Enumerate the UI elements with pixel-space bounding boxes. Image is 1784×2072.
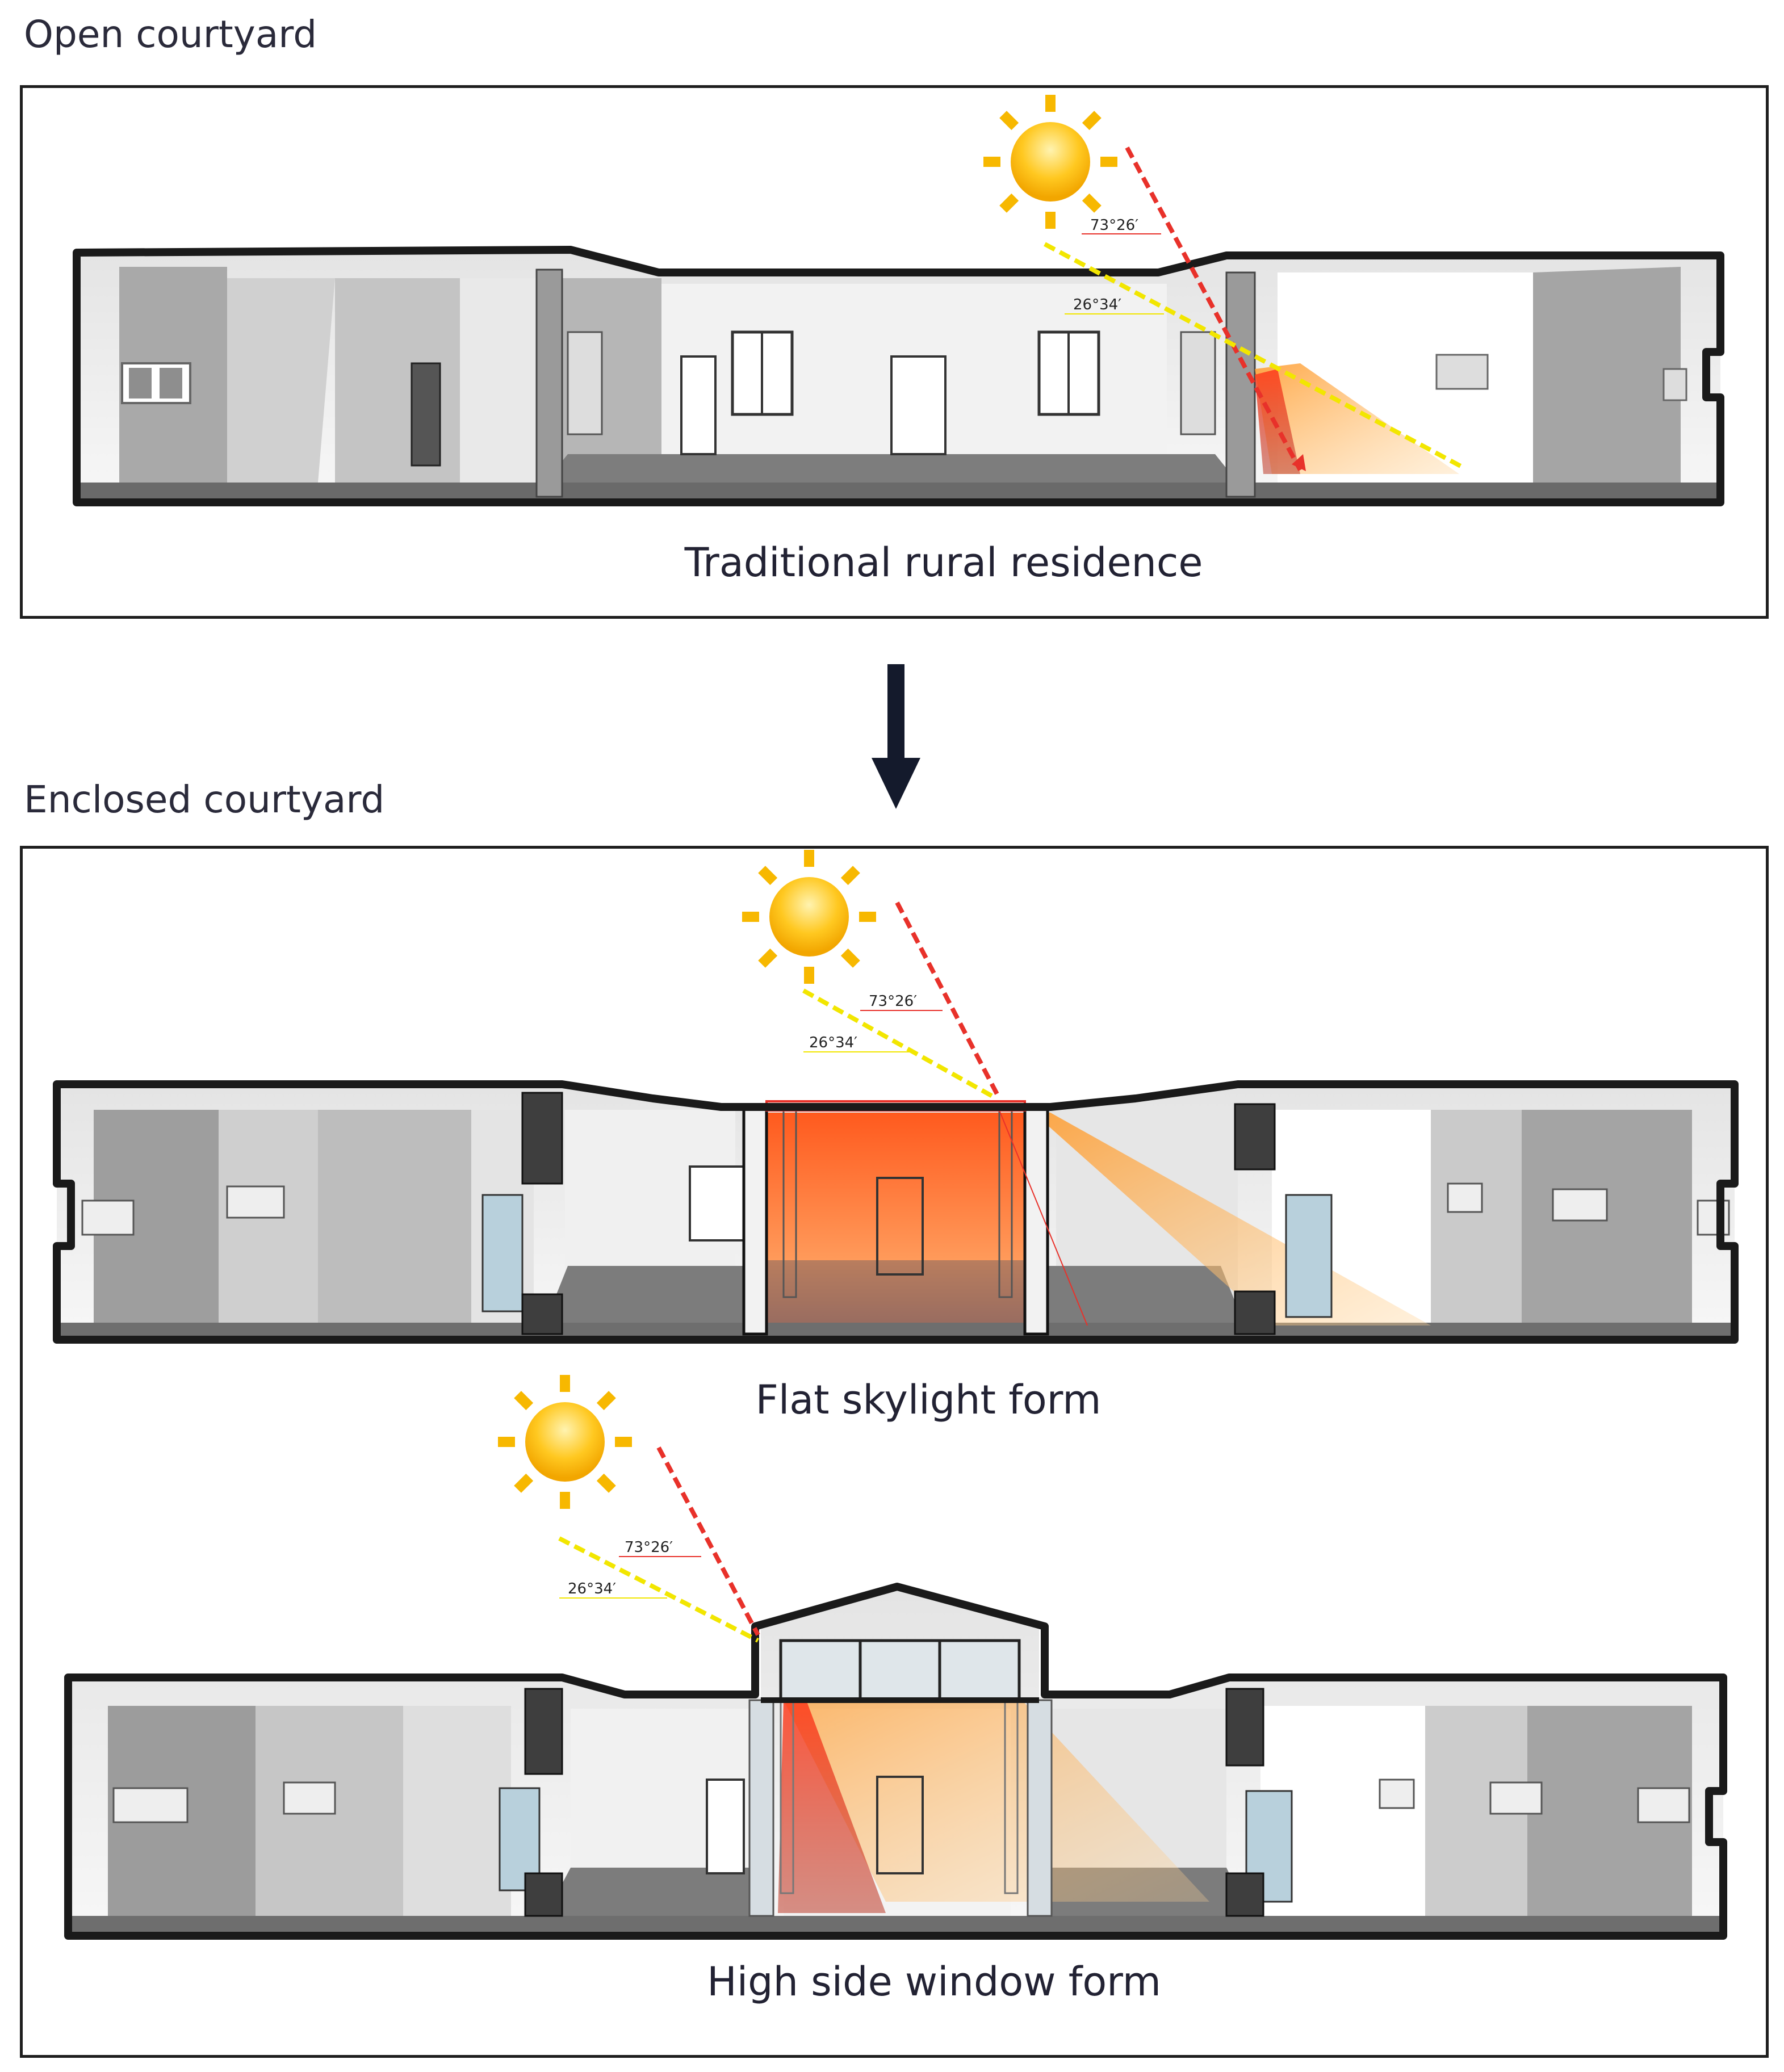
sun-icon-high-window xyxy=(498,1375,632,1509)
sunlit-floor-patch xyxy=(1255,363,1459,474)
high-side-window xyxy=(779,1639,1021,1702)
warm-light-beam xyxy=(784,1700,1209,1902)
winter-angle-label: 26°34′ xyxy=(1073,296,1121,313)
summer-ray-high-window xyxy=(656,1446,760,1636)
summer-angle-label: 73°26′ xyxy=(1090,217,1138,234)
transition-arrow xyxy=(872,664,920,809)
direct-light-beam xyxy=(778,1700,886,1913)
enclosed-courtyard-heading: Enclosed courtyard xyxy=(24,778,385,821)
flat-skylight-section: 73°26′ 26°34′ xyxy=(53,850,1739,1344)
winter-ray xyxy=(1044,242,1466,471)
summer-angle-label-skylight: 73°26′ xyxy=(869,993,917,1010)
sun-icon xyxy=(983,95,1117,229)
winter-angle-label-high-window: 26°34′ xyxy=(568,1580,616,1597)
high-side-window-section: 73°26′ 26°34′ xyxy=(64,1375,1727,1940)
summer-ray-skylight xyxy=(895,901,1002,1100)
building-section-outline-skylight xyxy=(53,1080,1739,1344)
summer-ray xyxy=(1125,146,1303,471)
traditional-residence-caption: Traditional rural residence xyxy=(684,539,1203,586)
high-side-window-caption: High side window form xyxy=(707,1958,1161,2005)
building-section-outline xyxy=(73,246,1724,506)
winter-angle-label-skylight: 26°34′ xyxy=(809,1034,857,1051)
enclosed-courtyard-frame xyxy=(20,846,1769,2058)
open-courtyard-heading: Open courtyard xyxy=(24,12,317,56)
building-section-outline-high-window xyxy=(64,1583,1727,1940)
open-courtyard-frame xyxy=(20,85,1769,619)
sun-icon-skylight xyxy=(742,850,876,984)
summer-angle-label-high-window: 73°26′ xyxy=(625,1539,673,1556)
winter-ray-high-window xyxy=(558,1536,759,1643)
winter-ray-skylight xyxy=(802,988,998,1101)
traditional-residence-section: 73°26′ 26°34′ xyxy=(73,95,1724,506)
flat-skylight-caption: Flat skylight form xyxy=(755,1377,1102,1423)
